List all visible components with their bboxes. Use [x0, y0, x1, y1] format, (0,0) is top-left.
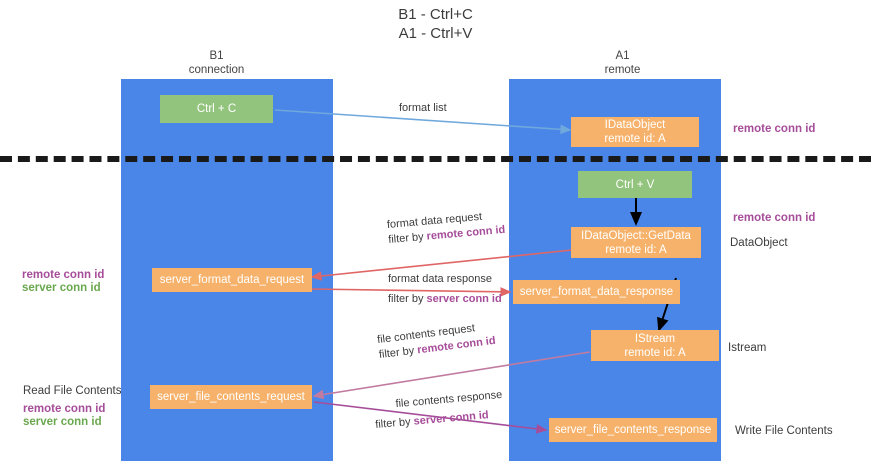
column-header-b1: B1 connection: [134, 49, 299, 77]
column-header-a1: A1 remote: [540, 49, 705, 77]
node-idataobject-line1: IDataObject: [604, 119, 666, 131]
node-server-file-contents-response[interactable]: server_file_contents_response: [549, 418, 717, 442]
left-label-read-file-contents: Read File Contents: [23, 385, 122, 397]
node-server-format-data-response-label: server_format_data_response: [519, 286, 674, 298]
column-b1-name: B1: [209, 50, 224, 62]
edge-file-contents-request-filter-prefix: filter by: [378, 344, 418, 362]
arrow-file-contents-response: [313, 401, 548, 434]
node-istream-line2: remote id: A: [624, 346, 686, 359]
column-a1-subtitle: remote: [604, 64, 641, 76]
left-label-server-conn-id-2: server conn id: [23, 416, 102, 428]
arrow-format-list: [274, 109, 572, 135]
node-ctrl-c-label: Ctrl + C: [196, 103, 237, 115]
arrow-format-data-request: [310, 249, 573, 281]
edge-format-data-response-filter-prefix: filter by: [388, 293, 427, 305]
node-server-format-data-request-label: server_format_data_request: [159, 274, 305, 286]
right-label-remote-conn-id-mid: remote conn id: [733, 212, 816, 224]
left-label-server-conn-id: server conn id: [22, 282, 101, 294]
title-line-2: A1 - Ctrl+V: [398, 25, 473, 42]
node-server-format-data-response[interactable]: server_format_data_response: [513, 280, 680, 304]
edge-label-format-data-response: format data response filter by server co…: [388, 272, 502, 307]
node-getdata-line1: IDataObject::GetData: [581, 229, 691, 242]
diagram-title: B1 - Ctrl+C A1 - Ctrl+V: [0, 5, 871, 43]
edge-format-data-response-filter-key: server conn id: [426, 293, 502, 305]
arrow-format-data-response: [309, 287, 512, 297]
edge-format-data-response-filter: filter by server conn id: [388, 292, 502, 307]
right-label-write-file-contents: Write File Contents: [735, 425, 833, 437]
edge-format-data-response-title: format data response: [388, 273, 492, 285]
edge-format-data-request-filter-prefix: filter by: [387, 230, 428, 247]
node-server-file-contents-request-label: server_file_contents_request: [157, 391, 305, 403]
node-idataobject[interactable]: IDataObject remote id: A: [571, 117, 699, 147]
arrow-file-contents-request: [312, 351, 591, 400]
right-label-istream: Istream: [728, 342, 767, 354]
left-label-remote-conn-id-2: remote conn id: [23, 403, 106, 415]
node-server-file-contents-response-label: server_file_contents_response: [554, 424, 712, 436]
node-istream-line1: IStream: [634, 332, 676, 345]
column-a1-name: A1: [615, 50, 630, 62]
title-line-1: B1 - Ctrl+C: [398, 6, 473, 23]
right-label-remote-conn-id-top: remote conn id: [733, 123, 816, 135]
phase-divider: [0, 156, 871, 162]
left-label-remote-conn-id: remote conn id: [22, 269, 105, 281]
node-ctrl-v[interactable]: Ctrl + V: [578, 171, 692, 198]
node-server-file-contents-request[interactable]: server_file_contents_request: [150, 385, 312, 409]
node-server-format-data-request[interactable]: server_format_data_request: [152, 268, 312, 292]
edge-file-contents-response-filter-prefix: filter by: [374, 415, 415, 432]
node-istream[interactable]: IStream remote id: A: [591, 330, 719, 361]
node-getdata-line2: remote id: A: [605, 243, 667, 256]
right-label-data-object: DataObject: [730, 237, 788, 249]
node-ctrl-v-label: Ctrl + V: [615, 178, 655, 191]
node-idataobject-line2: remote id: A: [604, 133, 666, 145]
edge-label-format-list: format list: [399, 102, 447, 114]
node-idataobject-getdata[interactable]: IDataObject::GetData remote id: A: [571, 227, 701, 258]
node-ctrl-c[interactable]: Ctrl + C: [160, 95, 273, 123]
column-b1-subtitle: connection: [188, 64, 245, 76]
